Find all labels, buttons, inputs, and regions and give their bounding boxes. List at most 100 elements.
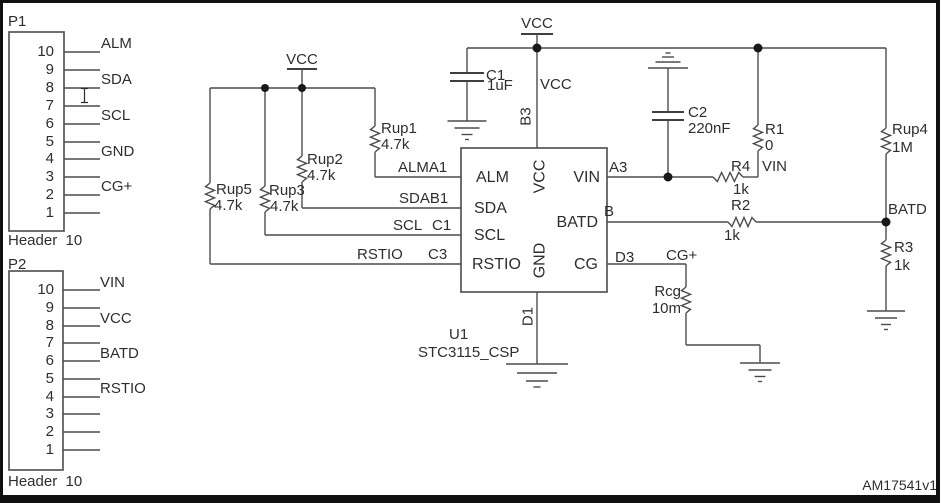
rup4-ref: Rup4 (892, 121, 928, 138)
rup1-value: 4.7k (381, 136, 410, 153)
vcc-power-label-top: VCC (521, 15, 553, 32)
ic-pin-vin: VIN (573, 169, 600, 186)
c1-value: 1uF (487, 77, 513, 94)
resistor-r2 (727, 215, 757, 229)
cg-branch (607, 263, 761, 363)
resistor-rup4 (879, 127, 893, 155)
p1-signal-alm: ALM (101, 35, 132, 52)
p1-pin-number: 2 (45, 186, 54, 203)
resistor-rup2 (295, 155, 309, 183)
resistor-rup1 (368, 125, 382, 153)
p1-connector-body (8, 31, 100, 232)
vin-branch (607, 48, 759, 178)
p1-footer: Header 10 (8, 232, 83, 249)
rup2-ref: Rup2 (307, 151, 343, 168)
r2-ref: R2 (731, 197, 751, 214)
ic-pin-cg: CG (574, 256, 598, 273)
net-label-scl: SCL (393, 217, 423, 234)
p2-signal-vcc: VCC (100, 310, 132, 327)
p2-connector-body (8, 270, 100, 471)
ic-designator-batd: B (604, 203, 615, 220)
ground-symbol-c1 (447, 120, 487, 141)
net-label-rstio-designator: C3 (428, 246, 448, 263)
net-label-sda: SDAB1 (399, 190, 449, 207)
r3-value: 1k (894, 257, 910, 274)
p1-pin-number: 8 (45, 79, 54, 96)
doc-code: AM17541v1 (862, 477, 937, 493)
capacitor-c1 (450, 48, 484, 121)
c1-ref: C1 (486, 67, 506, 84)
p1-signal-scl: SCL (101, 107, 131, 124)
resistor-rcg (679, 286, 693, 314)
net-label-cg-plus: CG+ (666, 247, 698, 264)
p2-signal-vin: VIN (100, 274, 126, 291)
rup3-value: 4.7k (270, 198, 299, 215)
p2-pin-number: 2 (45, 423, 54, 440)
capacitor-c2 (652, 68, 684, 177)
ic-designator-cg: D3 (615, 249, 635, 266)
ic-pin-batd: BATD (556, 214, 598, 231)
p1-signal-cgp: CG+ (101, 178, 133, 195)
p2-pin-number: 10 (37, 281, 54, 298)
ic-designator-vcc: B3 (517, 107, 535, 126)
p2-pin-number: 4 (45, 388, 54, 405)
p1-ref: P1 (8, 13, 27, 30)
rup5-ref: Rup5 (216, 181, 252, 198)
ic-pin-alm: ALM (476, 169, 509, 186)
p2-signal-rstio: RSTIO (100, 380, 146, 397)
p1-pin-number: 10 (37, 43, 54, 60)
net-label-scl-designator: C1 (432, 217, 452, 234)
p1-signal-gnd: GND (101, 143, 135, 160)
rup1-ref: Rup1 (381, 120, 417, 137)
resistor-r1 (751, 124, 765, 152)
p1-pin-number: 7 (45, 97, 54, 114)
ic-pin-sda: SDA (474, 200, 507, 217)
p1-pin-number: 6 (45, 115, 54, 132)
rup5-value: 4.7k (214, 197, 243, 214)
r4-ref: R4 (731, 158, 751, 175)
c2-value: 220nF (688, 120, 731, 137)
junction-dots (261, 43, 891, 227)
p2-pin-number: 9 (45, 299, 54, 316)
batd-branch (607, 48, 887, 311)
resistor-r4 (712, 170, 744, 184)
p2-footer: Header 10 (8, 473, 83, 490)
net-label-vcc: VCC (540, 76, 572, 93)
net-label-rstio: RSTIO (357, 246, 403, 263)
ground-symbol-rcg (740, 362, 780, 383)
p2-pin-number: 7 (45, 334, 54, 351)
p2-pin-number: 3 (45, 405, 54, 422)
ic-part: STC3115_CSP (418, 344, 520, 361)
p1-pin-number: 9 (45, 61, 54, 78)
rup4-value: 1M (892, 139, 913, 156)
c2-ref: C2 (688, 104, 708, 121)
ic-pin-vcc: VCC (531, 159, 549, 194)
r3-ref: R3 (894, 239, 914, 256)
net-label-alm: ALMA1 (398, 159, 448, 176)
p2-ref: P2 (8, 256, 27, 273)
r4-value: 1k (733, 181, 749, 198)
p2-pin-number: 6 (45, 352, 54, 369)
rcg-value: 10m (651, 300, 681, 317)
rup3-ref: Rup3 (269, 182, 305, 199)
ic-pin-scl: SCL (474, 227, 506, 244)
resistor-r3 (879, 239, 893, 267)
rup2-value: 4.7k (307, 167, 336, 184)
r2-value: 1k (724, 227, 740, 244)
ground-symbol-c2-inverted (648, 52, 688, 69)
ic-pin-rstio: RSTIO (472, 256, 521, 273)
p2-pin-number: 8 (45, 317, 54, 334)
ic-pin-gnd: GND (531, 242, 549, 279)
r1-value: 0 (765, 137, 774, 154)
p1-pin-number: 4 (45, 150, 54, 167)
ground-symbol-r3 (867, 310, 905, 331)
p1-signal-sda: SDA (101, 71, 132, 88)
r1-ref: R1 (765, 121, 785, 138)
resistor-rup3 (258, 185, 272, 213)
net-label-vin: VIN (762, 158, 788, 175)
net-label-batd: BATD (888, 201, 927, 218)
p2-pin-number: 1 (45, 441, 54, 458)
p2-signal-batd: BATD (100, 345, 139, 362)
